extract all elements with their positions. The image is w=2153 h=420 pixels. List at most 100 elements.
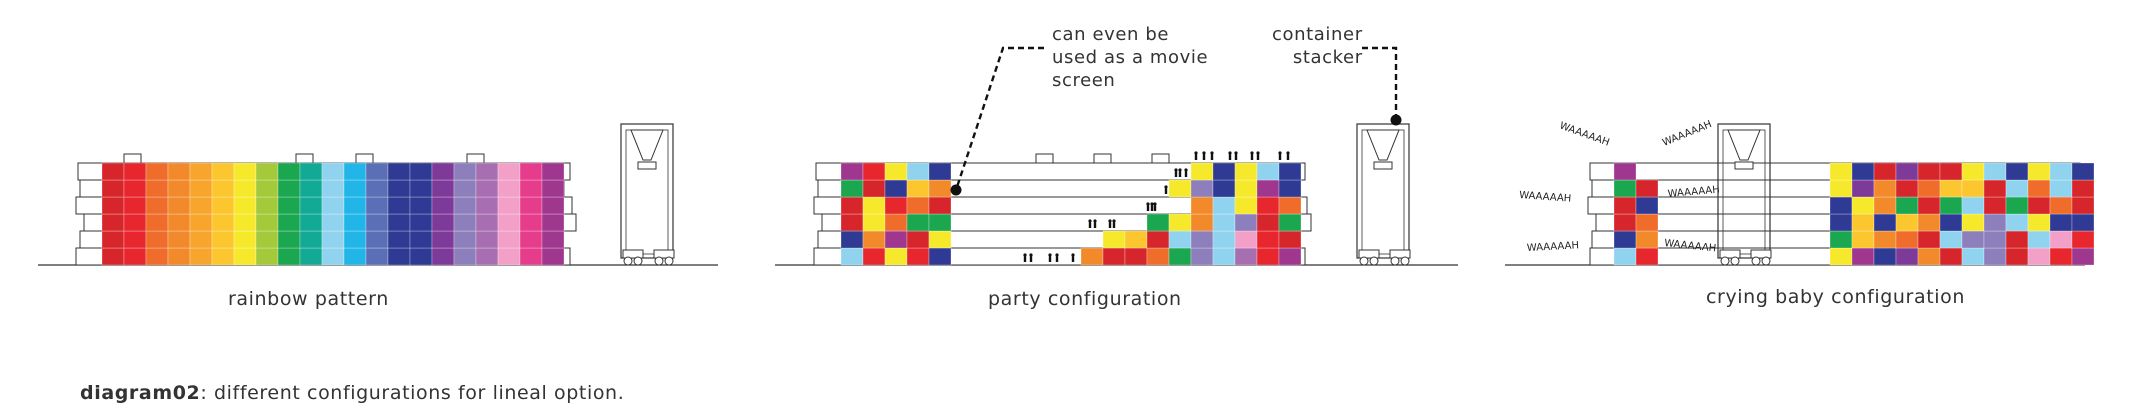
- container-cell: [1961, 179, 1985, 198]
- container-cell: [1234, 230, 1258, 249]
- container-cell: [123, 213, 147, 232]
- container-cell: [453, 196, 477, 215]
- container-cell: [1851, 247, 1875, 266]
- person-figure: [1250, 151, 1254, 155]
- person-figure: [1184, 168, 1188, 172]
- container-cell: [1278, 247, 1302, 266]
- container-cell: [1234, 196, 1258, 215]
- container-cell: [255, 179, 279, 198]
- container-cell: [1895, 196, 1919, 215]
- crane-bogie: [1389, 249, 1411, 259]
- container-cell: [1983, 230, 2007, 249]
- crane-bogie: [1719, 249, 1741, 259]
- container-cell: [475, 247, 499, 266]
- container-cell: [928, 213, 952, 232]
- container-cell: [277, 162, 301, 181]
- container-cell: [1829, 196, 1853, 215]
- container-cell: [2049, 213, 2073, 232]
- container-cell: [255, 230, 279, 249]
- container-cell: [123, 230, 147, 249]
- container-cell: [2005, 196, 2029, 215]
- person-figure: [1108, 219, 1112, 223]
- container-cell: [321, 196, 345, 215]
- container-cell: [541, 179, 565, 198]
- container-cell: [906, 213, 930, 232]
- container-cell: [365, 196, 389, 215]
- person-figure: [1048, 256, 1052, 262]
- container-cell: [840, 213, 864, 232]
- container-cell: [1983, 213, 2007, 232]
- person-figure: [1055, 253, 1059, 257]
- container-cell: [475, 162, 499, 181]
- container-cell: [189, 179, 213, 198]
- container-cell: [2027, 213, 2051, 232]
- container-cell: [884, 196, 908, 215]
- container-cell: [299, 196, 323, 215]
- person-figure: [1194, 151, 1198, 155]
- container-cell: [277, 213, 301, 232]
- person-figure: [1234, 154, 1238, 160]
- container-cell: [1190, 179, 1214, 198]
- container-cell: [255, 196, 279, 215]
- annotation-leaders: [950, 46, 1402, 196]
- person-figure: [1164, 185, 1168, 189]
- container-cell: [233, 162, 257, 181]
- container-cell: [1212, 247, 1236, 266]
- crane-wheel: [1751, 256, 1761, 266]
- person-figure: [1153, 205, 1157, 211]
- person-figure: [1210, 154, 1214, 160]
- container-cell: [497, 162, 521, 181]
- container-cell: [1278, 230, 1302, 249]
- container-cell: [906, 162, 930, 181]
- crane-wheel: [1720, 256, 1730, 266]
- container-cell: [1190, 247, 1214, 266]
- container-cell: [343, 213, 367, 232]
- container-cell: [365, 230, 389, 249]
- crane-wheel: [1400, 256, 1410, 266]
- container-cell: [906, 196, 930, 215]
- crane-hopper: [1727, 129, 1761, 161]
- container-cell: [123, 196, 147, 215]
- container-cell: [1146, 213, 1170, 232]
- container-cell: [862, 162, 886, 181]
- container-cell: [167, 196, 191, 215]
- person-figure: [1164, 188, 1168, 194]
- container-cell: [1256, 162, 1280, 181]
- container-cell: [884, 230, 908, 249]
- container-cell: [1613, 196, 1637, 215]
- container-cell: [1961, 230, 1985, 249]
- container-cell: [1917, 179, 1941, 198]
- container-cell: [1212, 196, 1236, 215]
- container-cell: [862, 213, 886, 232]
- container-cell: [1256, 230, 1280, 249]
- container-cell: [1895, 247, 1919, 266]
- container-cell: [277, 196, 301, 215]
- container-cell: [453, 162, 477, 181]
- container-cell: [101, 162, 125, 181]
- container-cell: [145, 196, 169, 215]
- container-cell: [840, 230, 864, 249]
- crane-bogie: [653, 249, 675, 259]
- container-cell: [321, 230, 345, 249]
- diagram-footer: diagram02: different configurations for …: [80, 382, 624, 404]
- person-figure: [1023, 253, 1027, 257]
- container-cell: [1939, 247, 1963, 266]
- container-cell: [1234, 162, 1258, 181]
- container-cell: [1917, 196, 1941, 215]
- container-cell: [101, 247, 125, 266]
- container-cell: [519, 196, 543, 215]
- container-cell: [1829, 230, 1853, 249]
- person-figure: [1202, 151, 1206, 155]
- roof-unit: [466, 153, 485, 164]
- container-cell: [1961, 162, 1985, 181]
- container-cell: [884, 179, 908, 198]
- diagram-description: : different configurations for lineal op…: [200, 382, 625, 404]
- container-cell: [453, 179, 477, 198]
- crying-label: WAAAAAH: [1558, 120, 1611, 148]
- container-cell: [431, 247, 455, 266]
- container-cell: [2071, 230, 2095, 249]
- container-cell: [1190, 162, 1214, 181]
- container-cell: [906, 247, 930, 266]
- container-cell: [541, 230, 565, 249]
- container-cell: [1983, 162, 2007, 181]
